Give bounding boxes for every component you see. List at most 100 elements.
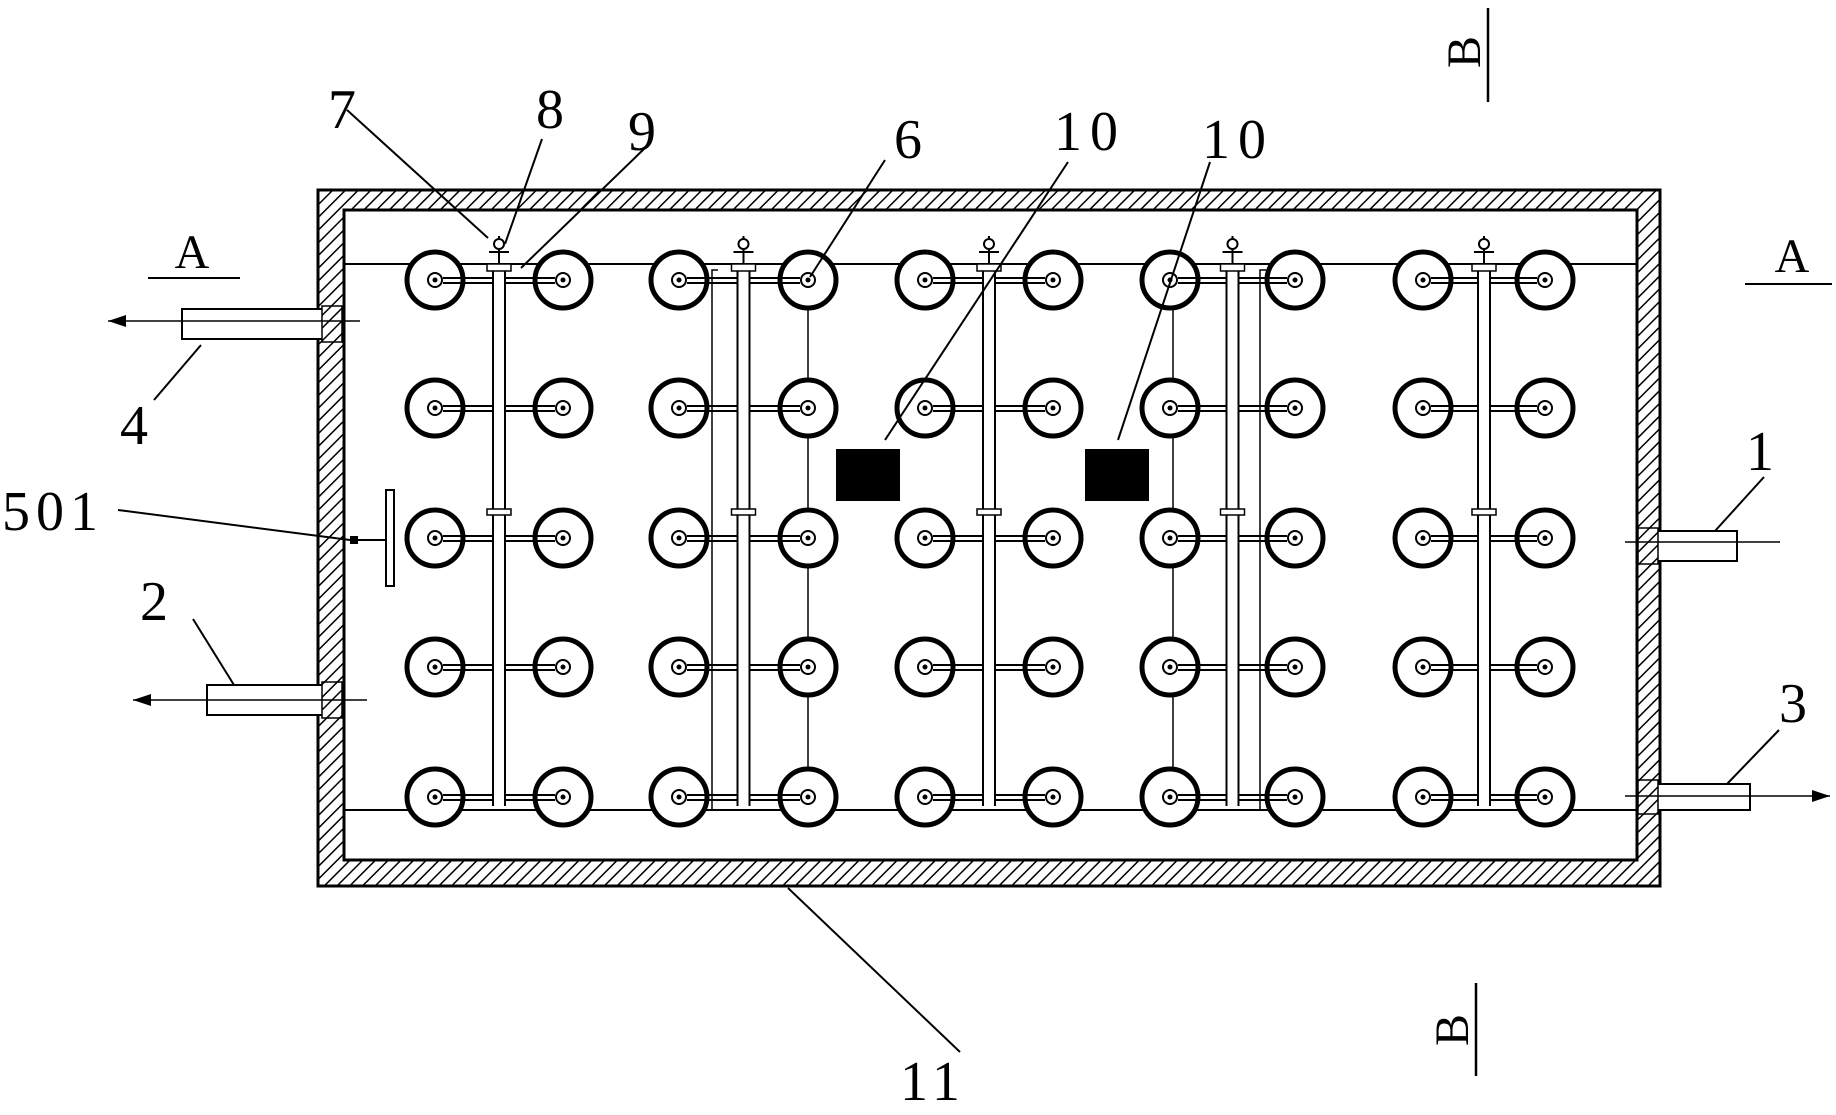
electrode-center xyxy=(432,405,438,411)
electrode-unit xyxy=(1392,507,1454,569)
electrode-center xyxy=(676,794,682,800)
electrode-center xyxy=(922,405,928,411)
electrode-center xyxy=(1292,405,1298,411)
electrode-center xyxy=(805,277,811,283)
hanger-group xyxy=(443,236,1537,806)
electrode-center xyxy=(922,535,928,541)
electrode-unit xyxy=(532,377,594,439)
electrode-center xyxy=(1292,535,1298,541)
label-10-right: 10 xyxy=(1202,109,1274,171)
busbar-clamp xyxy=(976,508,1002,516)
electrode-unit xyxy=(1514,766,1576,828)
electrode-unit xyxy=(777,636,839,698)
electrode-unit xyxy=(404,507,466,569)
electrode-center xyxy=(1420,535,1426,541)
electrode-unit xyxy=(648,507,710,569)
electrode-center xyxy=(922,664,928,670)
electrode-center xyxy=(1542,277,1548,283)
electrode-unit xyxy=(1264,377,1326,439)
frame-bracket xyxy=(711,269,718,810)
electrode-center xyxy=(560,535,566,541)
electrode-unit xyxy=(1514,507,1576,569)
electrode-unit xyxy=(777,766,839,828)
hanger-eye xyxy=(1226,238,1239,250)
electrode-unit xyxy=(404,377,466,439)
label-3: 3 xyxy=(1779,673,1807,735)
label-501: 501 xyxy=(2,481,104,543)
electrode-unit xyxy=(894,636,956,698)
hanger-eye xyxy=(493,238,505,250)
label-2: 2 xyxy=(140,571,168,633)
electrode-center xyxy=(432,664,438,670)
label-1: 1 xyxy=(1746,421,1774,483)
electrode-center xyxy=(1167,794,1173,800)
pipe-3 xyxy=(1625,779,1830,815)
hanger-clamp xyxy=(486,263,512,272)
busbar-clamp xyxy=(486,508,512,516)
busbar-clamp xyxy=(1471,508,1497,516)
busbar-clamp xyxy=(1219,508,1246,516)
electrode-center xyxy=(1050,794,1056,800)
section-a-left: A xyxy=(175,226,210,279)
part-501 xyxy=(350,489,395,587)
electrode-unit xyxy=(1139,636,1201,698)
electrode-unit xyxy=(1392,766,1454,828)
busbar-assembly xyxy=(687,236,800,806)
electrode-unit xyxy=(532,766,594,828)
electrode-unit xyxy=(648,249,710,311)
electrode-center xyxy=(1542,405,1548,411)
pipe-4 xyxy=(108,305,360,343)
tank-wall xyxy=(316,188,1662,888)
electrode-center xyxy=(922,277,928,283)
electrode-center xyxy=(805,664,811,670)
electrode-center xyxy=(1542,794,1548,800)
electrode-center xyxy=(1292,794,1298,800)
label-4: 4 xyxy=(120,395,148,457)
electrode-unit xyxy=(1022,377,1084,439)
electrode-center xyxy=(1542,664,1548,670)
electrode-center xyxy=(432,277,438,283)
block-10-right xyxy=(1085,449,1149,501)
hanger-eye xyxy=(737,238,750,250)
electrode-center xyxy=(1050,664,1056,670)
part-labels: 7 8 9 6 10 10 4 501 2 1 3 11 xyxy=(2,79,1807,1113)
hanger-clamp xyxy=(730,263,757,272)
electrode-center xyxy=(676,277,682,283)
electrode-unit xyxy=(894,249,956,311)
label-9: 9 xyxy=(628,101,656,163)
electrode-grid xyxy=(404,249,1576,828)
electrode-center xyxy=(560,277,566,283)
busbar-assembly xyxy=(1178,236,1287,806)
hanger-clamp xyxy=(1219,263,1246,272)
label-8: 8 xyxy=(536,79,564,141)
electrode-center xyxy=(560,405,566,411)
label-10-left: 10 xyxy=(1054,101,1126,163)
electrode-unit xyxy=(404,766,466,828)
electrode-unit xyxy=(532,249,594,311)
electrode-center xyxy=(1420,405,1426,411)
electrode-unit xyxy=(532,636,594,698)
electrode-unit xyxy=(1514,636,1576,698)
electrode-unit xyxy=(777,507,839,569)
hanger-clamp xyxy=(976,263,1002,272)
electrode-center xyxy=(1167,405,1173,411)
electrode-center xyxy=(1420,277,1426,283)
electrode-center xyxy=(560,794,566,800)
electrode-center xyxy=(1542,535,1548,541)
electrode-unit xyxy=(1392,636,1454,698)
label-6: 6 xyxy=(894,109,922,171)
electrode-unit xyxy=(1514,249,1576,311)
busbar-clamp xyxy=(730,508,757,516)
electrode-unit xyxy=(648,377,710,439)
electrode-unit xyxy=(1264,766,1326,828)
electrode-unit xyxy=(1022,507,1084,569)
electrode-unit xyxy=(1264,636,1326,698)
pipe-1 xyxy=(1625,527,1780,565)
label-11: 11 xyxy=(900,1051,966,1110)
electrode-center xyxy=(676,664,682,670)
electrode-center xyxy=(1050,405,1056,411)
electrode-unit xyxy=(1514,377,1576,439)
busbar-assembly xyxy=(933,236,1045,806)
